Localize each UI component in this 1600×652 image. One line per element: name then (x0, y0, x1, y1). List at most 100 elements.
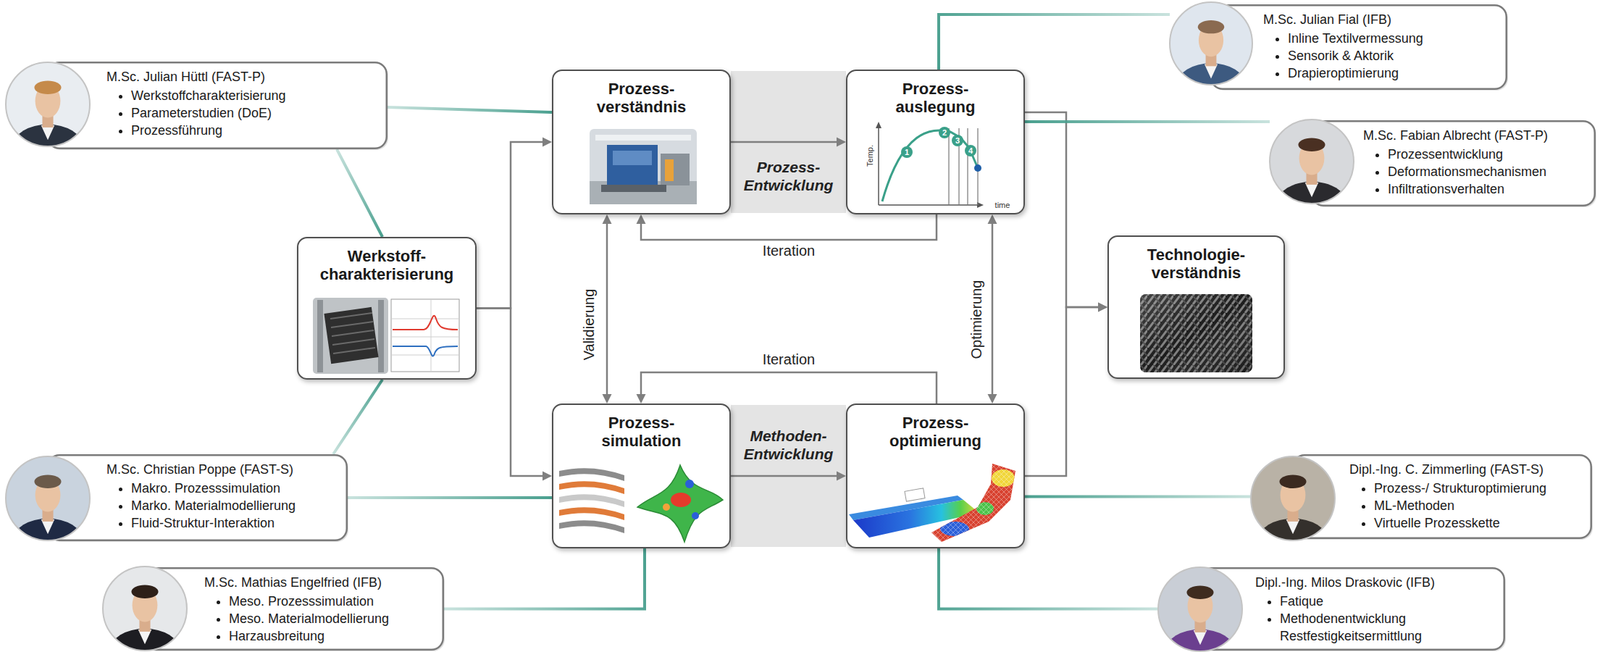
callout-number: 4 (964, 144, 977, 157)
person-card: Dipl.-Ing. C. Zimmerling (FAST-S)Prozess… (1250, 454, 1593, 539)
flow-line (641, 214, 937, 240)
portrait-shirt (1286, 519, 1301, 534)
arrow-head (542, 137, 552, 148)
card-outline (1200, 567, 1505, 650)
flow-line (476, 308, 543, 477)
contact-line (1024, 121, 1270, 123)
topic-list: Makro. ProzesssimulationMarko. Materialm… (106, 479, 296, 532)
textile-photo (1140, 294, 1253, 373)
phase-band-fill (730, 70, 846, 547)
portrait-hair (1279, 475, 1306, 489)
person-name: M.Sc. Julian Hüttl (FAST-P) (106, 68, 286, 86)
material-test-picture (391, 299, 460, 372)
photo-frame (1169, 2, 1253, 85)
contact-line (444, 548, 645, 610)
portrait-shirt (1204, 64, 1218, 79)
topic-item: Drapieroptimierung (1287, 64, 1424, 82)
flow-line (606, 223, 609, 395)
topic-item: Fatique (1279, 592, 1435, 610)
topic-list: ProzessentwicklungDeformationsmechanisme… (1363, 145, 1548, 198)
contact-line (1024, 496, 1251, 497)
phase-band: Prozess- Entwicklung (730, 70, 846, 213)
portrait-hair (1186, 585, 1214, 600)
arrow-head (1098, 302, 1108, 313)
arrow-head (987, 394, 998, 404)
contact-line-path (387, 107, 552, 113)
machine-photo (589, 128, 697, 205)
flow-arrow (1024, 112, 1108, 313)
topic-list: Inline TextilvermessungSensorik & Aktori… (1263, 29, 1424, 82)
material-test-picture (391, 299, 460, 372)
callout-number: 1 (901, 146, 913, 158)
process-box: Prozess- optimierung (845, 403, 1025, 549)
portrait-photo (102, 566, 187, 652)
topic-list: WerkstoffcharakterisierungParameterstudi… (106, 86, 286, 140)
topic-item: Harzausbreitung (228, 627, 389, 645)
photo-frame (1158, 567, 1243, 652)
photo-frame (1269, 119, 1354, 204)
edge-label: Validierung (580, 286, 598, 364)
portrait-shoulders (1165, 629, 1235, 652)
portrait-hair (1198, 20, 1225, 34)
flow-line (991, 223, 994, 395)
arrow-head (836, 471, 846, 481)
portrait-shoulders (110, 628, 179, 652)
person-text: M.Sc. Christian Poppe (FAST-S)Makro. Pro… (106, 454, 296, 532)
portrait-photo (1269, 119, 1354, 224)
person-name: M.Sc. Julian Fial (IFB) (1263, 10, 1424, 29)
box-title: Technologie- verständnis (1147, 245, 1246, 283)
topic-list: Prozess-/ StrukturoptimierungML-Methoden… (1349, 479, 1547, 532)
portrait-shirt (41, 125, 56, 140)
portrait-shoulders (1258, 518, 1327, 561)
topic-item: Werkstoffcharakterisierung (131, 86, 286, 105)
person-card: M.Sc. Mathias Engelfried (IFB)Meso. Proz… (102, 567, 445, 651)
arrow-head (987, 214, 998, 224)
flow-line (1024, 112, 1099, 308)
flow-arrow (476, 137, 552, 309)
flow-arrow (602, 214, 613, 404)
simulation-picture (662, 503, 670, 511)
portrait-hair (1297, 138, 1325, 153)
person-card: M.Sc. Fabian Albrecht (FAST-P)Prozessent… (1269, 120, 1596, 207)
temperature-chart (875, 121, 882, 129)
flow-arrow (1024, 302, 1108, 477)
machine-photo (606, 144, 658, 185)
material-test-picture (392, 346, 458, 357)
card-outline (144, 567, 444, 650)
flow-arrow (476, 308, 552, 481)
temperature-chart (877, 126, 880, 205)
material-test-picture (317, 299, 324, 373)
machine-photo (601, 184, 667, 192)
topic-item: Virtuelle Prozesskette (1374, 514, 1547, 532)
temperature-chart (882, 130, 978, 202)
contact-line (938, 14, 1170, 70)
portrait-photo (1250, 456, 1335, 561)
optimization-picture (848, 460, 1022, 545)
simulation-picture (637, 465, 723, 542)
topic-item: Infiltrationsverhalten (1387, 180, 1548, 198)
material-test-picture (330, 312, 376, 354)
photo-frame (5, 456, 90, 541)
edge-label: Iteration (759, 351, 818, 368)
portrait-shirt (1193, 630, 1208, 645)
topic-item: Marko. Materialmodellierung (131, 496, 296, 515)
box-title: Werkstoff- charakterisierung (320, 246, 455, 284)
photo-background (5, 456, 90, 541)
topic-list: FatiqueMethodenentwicklung Restfestigkei… (1255, 592, 1435, 645)
topic-item: Fluid-Struktur-Interaktion (131, 514, 296, 532)
topic-item: Inline Textilvermessung (1287, 29, 1424, 48)
contact-line-path (938, 14, 1170, 70)
phase-band-fill (730, 70, 846, 213)
band-title: Prozess- Entwicklung (743, 157, 834, 195)
topic-item: Parameterstudien (DoE) (131, 104, 286, 122)
topic-item: Methodenentwicklung Restfestigkeitsermit… (1279, 609, 1422, 645)
contact-line-path (444, 548, 645, 610)
flow-arrow (730, 471, 846, 481)
topic-item: Makro. Prozesssimulation (131, 479, 296, 497)
portrait-photo (1169, 2, 1253, 105)
person-card: M.Sc. Julian Hüttl (FAST-P)Werkstoffchar… (5, 61, 388, 150)
card-outline (1211, 5, 1507, 90)
flow-line (730, 141, 837, 144)
optimization-picture (927, 460, 1022, 545)
arrow-head (636, 394, 647, 404)
